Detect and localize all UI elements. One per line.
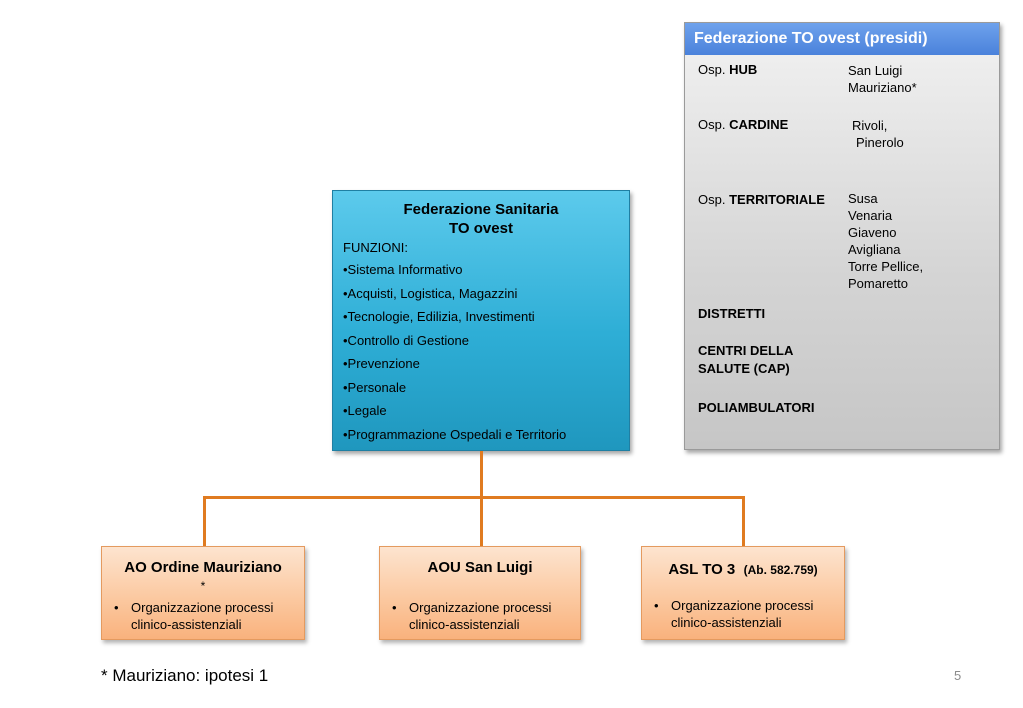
funzione-item: •Legale bbox=[343, 403, 387, 418]
funzione-item: •Acquisti, Logistica, Magazzini bbox=[343, 285, 518, 301]
presidi-header: Federazione TO ovest (presidi) bbox=[685, 23, 999, 55]
bullet: • bbox=[114, 600, 119, 615]
territoriale-label: Osp. TERRITORIALE bbox=[698, 192, 825, 207]
org-title: AOU San Luigi bbox=[427, 559, 533, 576]
funzione-item: •Sistema Informativo bbox=[343, 262, 463, 277]
distretti-label: DISTRETTI bbox=[698, 306, 766, 321]
bullet: • bbox=[654, 598, 659, 613]
poliambulatori-label: POLIAMBULATORI bbox=[698, 400, 815, 415]
funzioni-list: •Sistema Informativo •Acquisti, Logistic… bbox=[343, 262, 566, 450]
cardine-label: Osp. CARDINE bbox=[698, 117, 789, 132]
funzione-item: •Programmazione Ospedali e Territorio bbox=[343, 426, 567, 442]
federazione-box: Federazione Sanitaria TO ovest FUNZIONI:… bbox=[332, 190, 630, 451]
org-box-san-luigi: AOU San Luigi • Organizzazione processi … bbox=[379, 546, 581, 640]
org-title: ASL TO 3 (Ab. 582.759) bbox=[668, 561, 818, 578]
funzione-item: •Controllo di Gestione bbox=[343, 332, 469, 348]
connector-left bbox=[203, 496, 206, 547]
connector-right bbox=[742, 496, 745, 547]
org-box-asl-to3: ASL TO 3 (Ab. 582.759) • Organizzazione … bbox=[641, 546, 845, 640]
hub-values: San Luigi Mauriziano* bbox=[848, 63, 917, 95]
hub-label: Osp. HUB bbox=[698, 62, 758, 77]
cardine-values: Rivoli, Pinerolo bbox=[852, 118, 904, 150]
territoriale-values: Susa Venaria Giaveno Avigliana Torre Pel… bbox=[848, 191, 924, 291]
org-subtitle: (Ab. 582.759) bbox=[743, 563, 818, 577]
org-box-mauriziano: AO Ordine Mauriziano * • Organizzazione … bbox=[101, 546, 305, 640]
connector-horizontal bbox=[203, 496, 745, 499]
org-title: AO Ordine Mauriziano bbox=[124, 559, 282, 576]
federazione-title: Federazione Sanitaria TO ovest bbox=[403, 201, 559, 237]
funzione-item: •Prevenzione bbox=[343, 356, 420, 371]
cap-label: CENTRI DELLA SALUTE (CAP) bbox=[698, 343, 794, 376]
footnote: * Mauriziano: ipotesi 1 bbox=[101, 666, 269, 685]
connector-center bbox=[480, 496, 483, 547]
org-item: • Organizzazione processi clinico-assist… bbox=[392, 600, 552, 632]
presidi-panel: Federazione TO ovest (presidi) Osp. HUB … bbox=[684, 22, 1000, 450]
funzione-item: •Tecnologie, Edilizia, Investimenti bbox=[343, 309, 535, 324]
page-number: 5 bbox=[954, 668, 962, 683]
funzione-item: •Personale bbox=[343, 379, 407, 395]
org-item: • Organizzazione processi clinico-assist… bbox=[654, 598, 814, 630]
org-star: * bbox=[200, 579, 206, 593]
funzioni-label: FUNZIONI: bbox=[343, 240, 408, 255]
bullet: • bbox=[392, 600, 397, 615]
org-item: • Organizzazione processi clinico-assist… bbox=[114, 600, 274, 632]
connector-trunk bbox=[480, 451, 483, 498]
